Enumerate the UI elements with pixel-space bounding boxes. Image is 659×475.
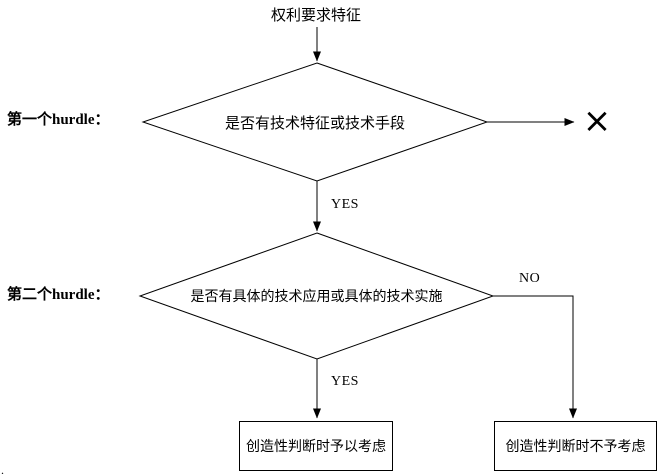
- reject-x-mark: ×: [582, 101, 612, 141]
- source-node-label: 权利要求特征: [270, 8, 361, 24]
- outcome-not-considered-text: 创造性判断时不予考虑: [505, 440, 646, 455]
- decision1-text: 是否有技术特征或技术手段: [224, 115, 405, 132]
- decision2-no-label: NO: [519, 271, 541, 286]
- decision2-yes-label: YES: [331, 374, 359, 389]
- hurdle2-label: 第二个hurdle：: [7, 287, 110, 303]
- decision1-yes-label: YES: [331, 197, 359, 212]
- outcome-not-considered-box: 创造性判断时不予考虑: [494, 421, 657, 471]
- hurdle1-label: 第一个hurdle：: [7, 112, 110, 128]
- outcome-considered-box: 创造性判断时予以考虑: [239, 421, 393, 471]
- edge-decision2-no: [493, 295, 577, 419]
- outcome-considered-text: 创造性判断时予以考虑: [246, 440, 386, 455]
- decision2-text: 是否有具体的技术应用或具体的技术实施: [190, 290, 443, 305]
- stray-dot-mark: .: [1, 463, 4, 475]
